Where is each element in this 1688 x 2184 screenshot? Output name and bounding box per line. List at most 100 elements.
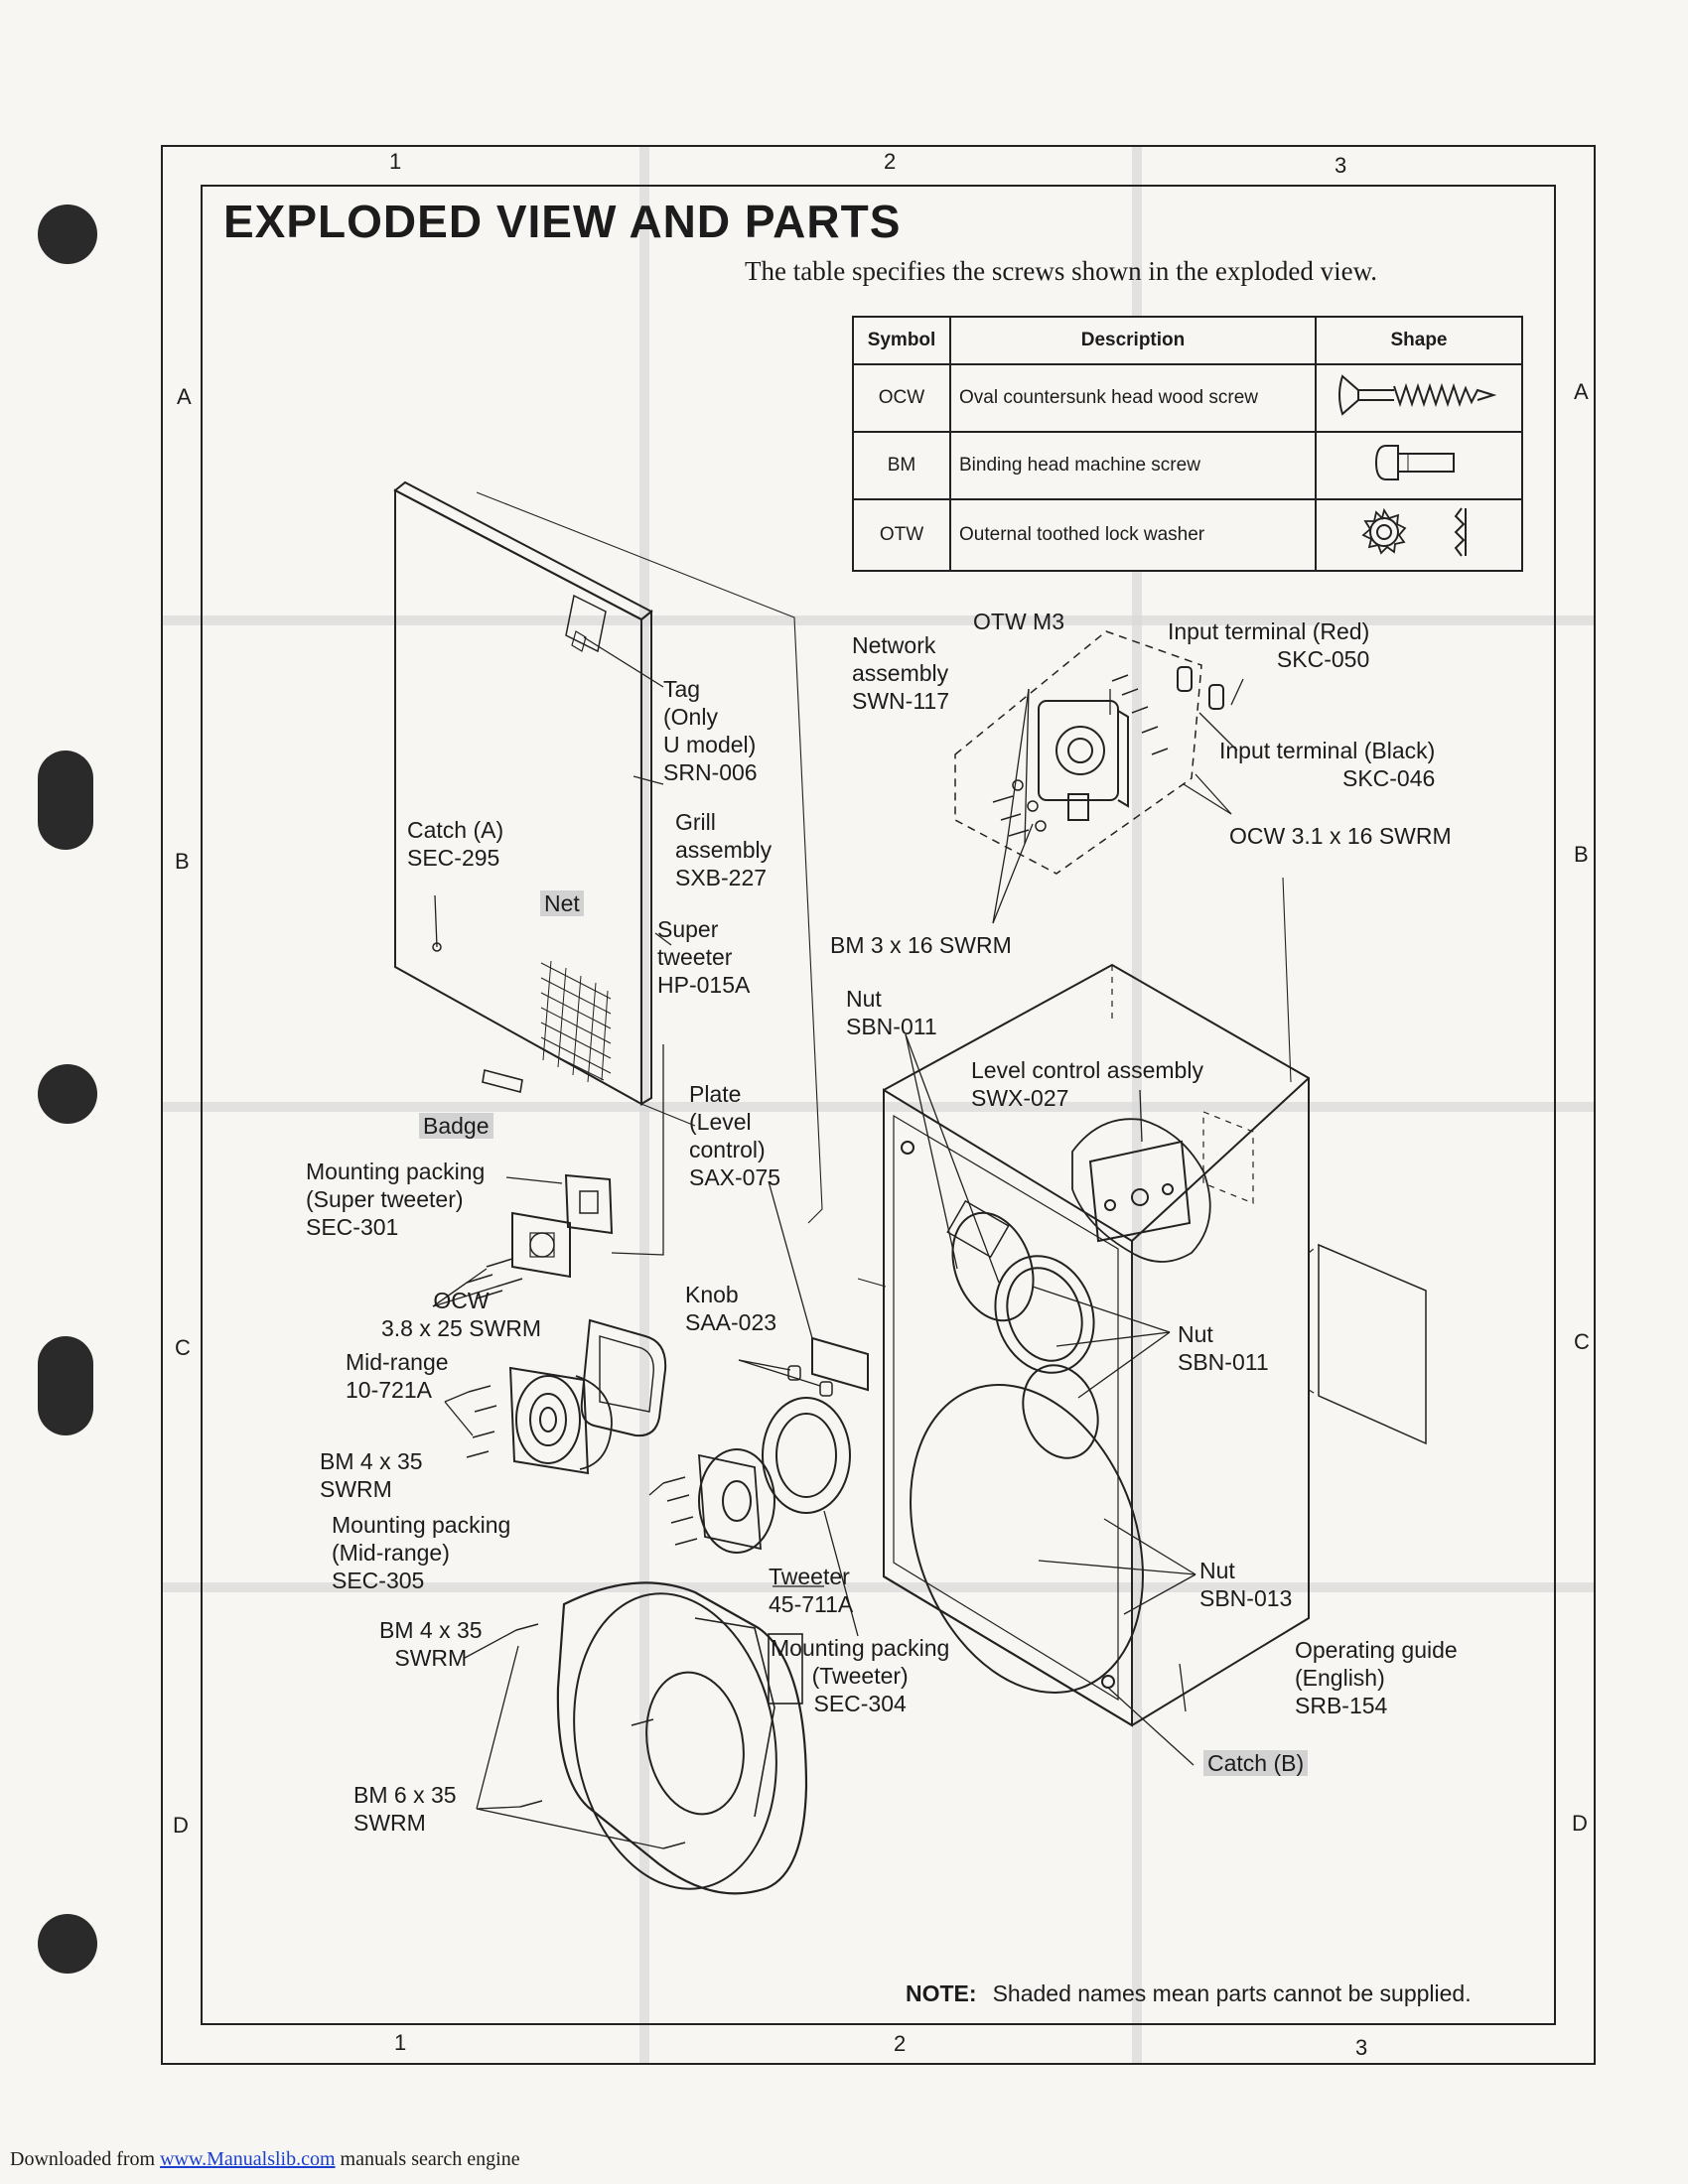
midrange-mounting-packing [580,1318,667,1437]
footer: Downloaded from www.Manualslib.com manua… [10,2148,520,2171]
label-midrange: Mid-range 10-721A [346,1349,449,1403]
note: NOTE: Shaded names mean parts cannot be s… [906,1980,1472,2007]
symbol-cell: OCW [852,363,951,433]
label-input-terminal-black: Input terminal (Black) SKC-046 [1219,738,1436,791]
table-header-row: Symbol Description Shape [852,316,1523,365]
level-control-assembly [1071,1111,1254,1263]
leader-lines [432,636,1244,1849]
grid-mark-top-2: 2 [884,149,897,174]
tweeter [698,1448,775,1554]
label-plate: Plate (Level control) SAX-075 [689,1081,781,1190]
screw-table: Symbol Description Shape OCW Oval counte… [852,316,1523,572]
grid-mark-right-c: C [1574,1329,1590,1354]
label-nut-low: Nut SBN-013 [1199,1558,1293,1611]
ocw-screws [466,1258,523,1299]
footer-suffix: manuals search engine [335,2148,520,2170]
grid-mark-right-d: D [1572,1811,1588,1836]
label-network-assembly: Network assembly SWN-117 [852,632,949,714]
label-level-control-assembly: Level control assembly SWX-027 [971,1057,1203,1111]
label-ocw-3-1: OCW 3.1 x 16 SWRM [1229,823,1452,849]
grid-band [1132,147,1142,2063]
label-badge: Badge [419,1113,493,1139]
label-otw-m3: OTW M3 [973,609,1064,634]
label-bm-4-b: BM 4 x 35 SWRM [379,1617,483,1671]
label-nut-top: Nut SBN-011 [846,986,937,1039]
column-header-description: Description [949,316,1317,365]
note-prefix: NOTE: [906,1980,977,2006]
label-catch-a: Catch (A) SEC-295 [407,817,504,871]
grid-mark-left-c: C [175,1335,191,1360]
label-grill-assembly: Grill assembly SXB-227 [675,809,773,890]
label-knob: Knob SAA-023 [685,1282,777,1335]
label-operating-guide: Operating guide (English) SRB-154 [1295,1637,1458,1718]
label-tag: Tag (Only U model) SRN-006 [663,676,758,785]
label-ocw-3-8: OCW 3.8 x 25 SWRM [381,1288,542,1341]
grid-mark-left-a: A [177,384,192,409]
label-bm-6: BM 6 x 35 SWRM [353,1782,457,1836]
inner-frame [201,185,1556,2025]
note-text: Shaded names mean parts cannot be suppli… [992,1980,1472,2006]
label-nut-mid: Nut SBN-011 [1178,1321,1269,1375]
grid-band [163,1582,1594,1592]
grid-mark-right-b: B [1574,842,1589,867]
label-mounting-packing-super: Mounting packing (Super tweeter) SEC-301 [306,1159,486,1240]
footer-prefix: Downloaded from [10,2148,161,2170]
projection-lines [476,491,1292,1288]
table-row: OTW Outernal toothed lock washer [852,498,1523,572]
knob [787,1336,869,1397]
bm-6-screws [515,1623,686,1849]
label-catch-b: Catch (B) [1203,1750,1309,1776]
page-title: EXPLODED VIEW AND PARTS [223,196,902,247]
badge [482,1069,523,1093]
description-cell: Outernal toothed lock washer [949,498,1317,572]
binder-hole [38,1064,97,1124]
speaker-cabinet [883,963,1427,1727]
manualslib-link[interactable]: www.Manualslib.com [160,2148,336,2170]
binder-hole [38,205,97,264]
grid-mark-bottom-3: 3 [1355,2035,1368,2060]
description-cell: Oval countersunk head wood screw [949,363,1317,433]
binder-hole [38,1336,93,1435]
lock-washer-icon [1361,507,1467,557]
grid-mark-bottom-1: 1 [394,2030,407,2055]
grid-mark-bottom-2: 2 [894,2031,907,2056]
midrange-speaker [508,1366,613,1475]
outer-frame [161,145,1596,2065]
super-tweeter [511,1173,614,1279]
label-bm-3: BM 3 x 16 SWRM [830,932,1012,958]
intro-text: The table specifies the screws shown in … [745,256,1378,286]
label-mounting-packing-tweeter: Mounting packing (Tweeter) SEC-304 [771,1635,950,1716]
grid-mark-top-3: 3 [1335,153,1347,178]
column-header-shape: Shape [1315,316,1523,365]
operating-guide [1318,1243,1427,1445]
symbol-cell: BM [852,431,951,500]
binder-hole [38,1914,97,1974]
wood-screw-icon [1338,374,1497,416]
bm-4-screws-b [662,1476,698,1546]
grid-mark-left-d: D [173,1813,189,1838]
label-tweeter: Tweeter 45-711A [769,1564,854,1617]
grill-panel [393,480,653,1106]
table-row: OCW Oval countersunk head wood screw [852,363,1523,433]
table-row: BM Binding head machine screw [852,431,1523,500]
machine-screw-icon [1374,445,1455,480]
grid-mark-right-a: A [1574,379,1589,404]
grid-band [163,1102,1594,1112]
grid-mark-top-1: 1 [389,149,402,174]
bm-4-screws-a [466,1385,497,1458]
label-super-tweeter: Super tweeter HP-015A [657,916,751,998]
label-input-terminal-red: Input terminal (Red) SKC-050 [1168,618,1370,672]
net-mesh [540,960,612,1083]
description-cell: Binding head machine screw [949,431,1317,500]
symbol-cell: OTW [852,498,951,572]
woofer [556,1581,808,1895]
label-bm-4-a: BM 4 x 35 SWRM [320,1448,423,1502]
grid-band [163,615,1594,625]
binder-hole [38,751,93,850]
label-mounting-packing-mid: Mounting packing (Mid-range) SEC-305 [332,1512,511,1593]
column-header-symbol: Symbol [852,316,951,365]
label-net: Net [540,890,584,916]
tweeter-mounting-packing [762,1397,851,1514]
grid-mark-left-b: B [175,849,190,874]
